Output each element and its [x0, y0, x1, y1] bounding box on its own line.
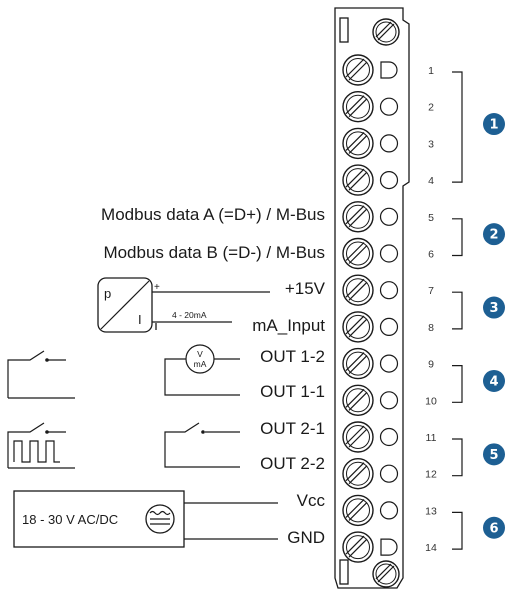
transducer-range: 4 - 20mA: [172, 310, 207, 320]
terminal-12: 12: [342, 458, 437, 490]
volt-ma-meter: V mA: [185, 344, 215, 374]
terminal-number-2: 2: [428, 102, 434, 114]
terminal-4: 4: [342, 164, 434, 196]
terminal-number-10: 10: [425, 395, 437, 407]
group-badge-5: 5: [483, 443, 505, 466]
group-badge-number-6: 6: [489, 521, 498, 536]
terminal-6: 6: [342, 237, 434, 270]
terminal-9: 9: [342, 347, 434, 380]
group-bracket-3: [452, 291, 463, 330]
terminal-number-12: 12: [425, 469, 437, 481]
terminal-number-6: 6: [428, 249, 434, 261]
power-supply-label: 18 - 30 V AC/DC: [22, 512, 118, 527]
bottom-mounting-screw: [372, 560, 400, 588]
wire-out1-2: [164, 358, 240, 396]
terminal-8: 8: [342, 311, 434, 343]
terminal-11: 11: [342, 421, 437, 453]
power-supply: 18 - 30 V AC/DC: [13, 490, 185, 548]
terminal-number-7: 7: [428, 285, 434, 297]
terminal-7: 7: [342, 274, 434, 306]
terminal-number-1: 1: [428, 65, 434, 77]
label-t6: Modbus data B (=D-) / M-Bus: [103, 243, 325, 262]
terminal-1: 1: [342, 54, 434, 86]
group-badge-number-5: 5: [489, 448, 498, 463]
meter-v: V: [197, 349, 203, 359]
terminal-number-11: 11: [426, 432, 437, 444]
group-bracket-6: [452, 511, 463, 550]
bottom-slot: [339, 559, 349, 585]
group-badge-2: 2: [483, 223, 505, 246]
group-badge-number-4: 4: [489, 374, 498, 389]
terminal-5: 5: [342, 201, 434, 233]
group-badge-number-2: 2: [489, 228, 498, 243]
ac-dc-icon: [145, 504, 175, 534]
terminal-number-3: 3: [428, 138, 434, 150]
label-t12: OUT 2-2: [260, 454, 325, 473]
terminal-number-14: 14: [425, 542, 437, 554]
top-slot: [339, 17, 349, 43]
terminal-number-8: 8: [428, 322, 434, 334]
transducer-plus: +: [154, 282, 160, 293]
label-t10: OUT 1-1: [260, 382, 325, 401]
group-badge-number-3: 3: [489, 301, 498, 316]
group-badge-3: 3: [483, 296, 505, 319]
group-bracket-1: [452, 71, 463, 183]
terminal-14: 14: [342, 531, 437, 563]
terminal-10: 10: [342, 384, 437, 416]
pressure-transducer: p I +: [97, 277, 160, 333]
switch-out2: [164, 422, 240, 468]
group-badge-6: 6: [483, 516, 505, 539]
group-bracket-2: [452, 218, 463, 257]
terminal-13: 13: [342, 494, 437, 527]
terminal-number-4: 4: [428, 175, 434, 187]
meter-ma: mA: [194, 359, 207, 369]
pulse-symbol: [7, 422, 75, 469]
group-badge-1: 1: [483, 113, 505, 136]
terminal-number-13: 13: [425, 505, 437, 517]
terminal-3: 3: [342, 127, 434, 160]
label-t5: Modbus data A (=D+) / M-Bus: [101, 205, 325, 224]
label-t13: Vcc: [297, 491, 326, 510]
relay-switch-symbol-1: [7, 350, 75, 399]
label-t7: +15V: [285, 279, 326, 298]
transducer-p: p: [104, 286, 111, 301]
group-badge-number-1: 1: [489, 118, 498, 133]
terminal-number-9: 9: [428, 359, 434, 371]
label-t14: GND: [287, 528, 325, 547]
group-bracket-4: [452, 365, 463, 403]
top-mounting-screw: [372, 18, 400, 46]
group-bracket-5: [452, 438, 463, 477]
label-t8: mA_Input: [252, 316, 325, 335]
label-t9: OUT 1-2: [260, 347, 325, 366]
group-badge-4: 4: [483, 369, 505, 392]
label-t11: OUT 2-1: [260, 419, 325, 438]
transducer-i: I: [138, 312, 142, 327]
terminal-2: 2: [342, 90, 434, 123]
terminal-number-5: 5: [428, 212, 434, 224]
